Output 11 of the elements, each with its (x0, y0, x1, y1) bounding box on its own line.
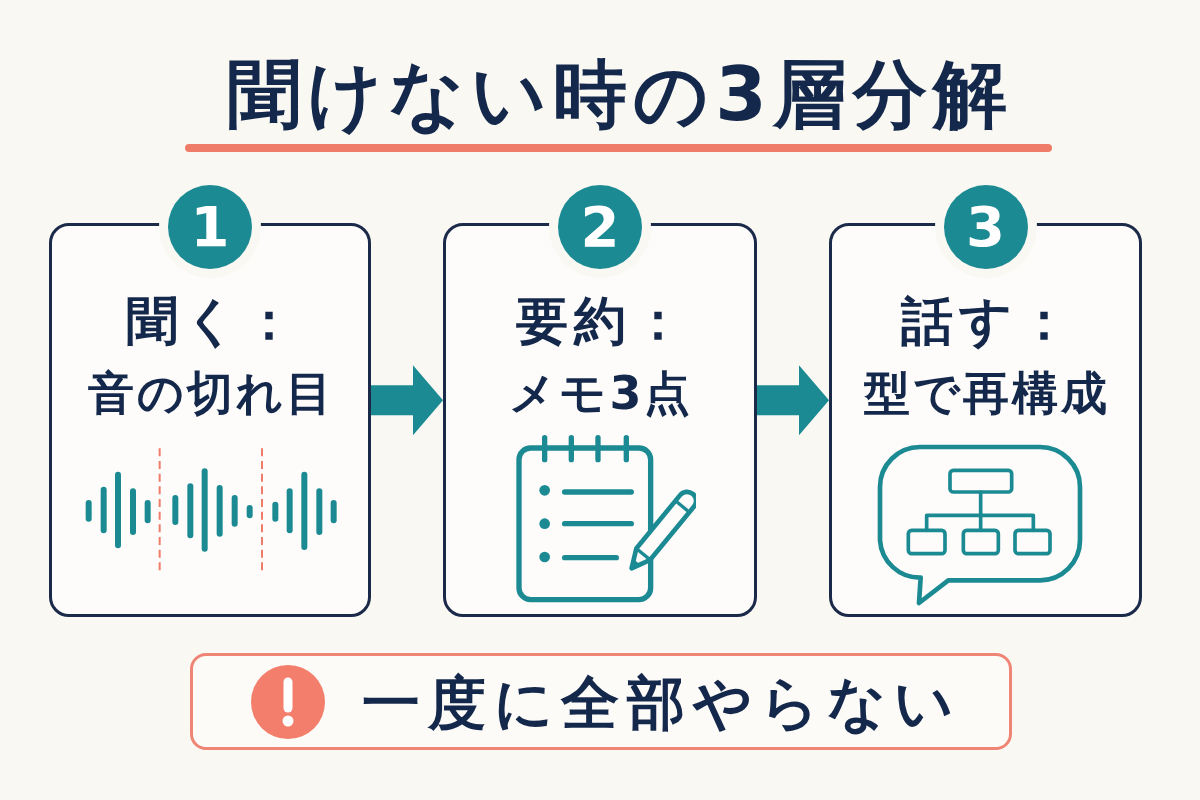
step-description: メモ3点 (508, 365, 694, 421)
step-description: 型で再構成 (863, 365, 1110, 421)
step-heading: 話す： (900, 290, 1076, 352)
step-heading: 聞く： (124, 290, 301, 352)
flow-arrow (371, 365, 443, 436)
step-heading: 要約： (515, 290, 690, 352)
warning-banner (190, 653, 1012, 750)
diagram-title: 聞けない時の3層分解 (226, 50, 1013, 138)
flow-arrow (757, 365, 829, 436)
warning-message: 一度に全部やらない (360, 668, 961, 738)
step-description: 音の切れ目 (87, 365, 335, 421)
